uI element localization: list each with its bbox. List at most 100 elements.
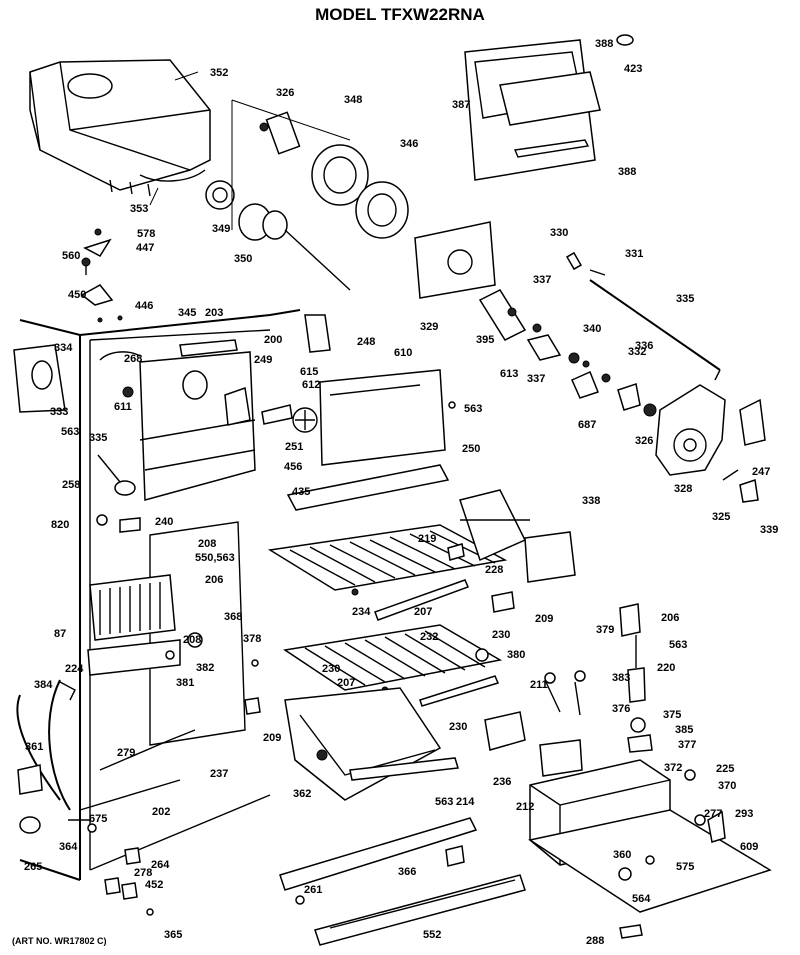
part-callout-label: 377 [678,739,696,751]
part-callout-label: 387 [452,99,470,111]
part-callout-label: 261 [304,884,322,896]
part-callout-label: 236 [493,776,511,788]
shelf-upper [267,524,508,621]
part-callout-label: 335 [676,293,694,305]
part-callout-label: 370 [718,780,736,792]
part-callout-label: 202 [152,806,170,818]
part-callout-label: 230 [492,629,510,641]
part-callout-label: 208 [183,634,201,646]
part-callout-label: 563 [464,403,482,415]
part-callout-label: 388 [595,38,613,50]
part-callout-label: 613 [500,368,518,380]
part-callout-label: 325 [712,511,730,523]
part-callout-label: 293 [735,808,753,820]
gear-train [478,289,657,417]
part-callout-label: 211 [530,679,548,691]
part-callout-label: 612 [302,379,320,391]
part-callout-label: 251 [285,441,303,453]
part-callout-label: 563 [435,796,453,808]
part-callout-label: 550,563 [195,552,235,564]
part-callout-label: 365 [164,929,182,941]
part-callout-label: 278 [134,867,152,879]
part-callout-label: 248 [357,336,375,348]
part-callout-label: 675 [89,813,107,825]
evaporator-cover [319,369,446,466]
part-callout-label: 337 [533,274,551,286]
part-callout-label: 388 [618,166,636,178]
part-callout-label: 340 [583,323,601,335]
part-callout-label: 423 [624,63,642,75]
part-callout-label: 206 [205,574,223,586]
part-callout-label: 376 [612,703,630,715]
part-callout-label: 230 [322,663,340,675]
part-callout-label: 207 [414,606,432,618]
part-callout-label: 200 [264,334,282,346]
part-callout-label: 209 [535,613,553,625]
part-callout-label: 206 [661,612,679,624]
part-callout-label: 203 [205,307,223,319]
part-callout-label: 360 [613,849,631,861]
part-callout-label: 366 [398,866,416,878]
part-callout-label: 336 [635,340,653,352]
part-callout-label: 346 [400,138,418,150]
part-callout-label: 615 [300,366,318,378]
part-callout-label: 87 [54,628,66,640]
callout-labels: 3523263483463884233873883533493505784475… [24,38,778,947]
part-callout-label: 380 [507,649,525,661]
part-callout-label: 207 [337,677,355,689]
part-callout-label: 575 [676,861,694,873]
part-callout-label: 326 [276,87,294,99]
part-callout-label: 456 [284,461,302,473]
part-callout-label: 350 [234,253,252,265]
diagram-title: MODEL TFXW22RNA [315,5,485,24]
crisper-pan [284,687,459,801]
part-callout-label: 384 [34,679,53,691]
part-callout-label: 225 [716,763,734,775]
part-callout-label: 381 [176,677,194,689]
part-callout-label: 230 [449,721,467,733]
part-callout-label: 247 [752,466,770,478]
part-callout-label: 372 [664,762,682,774]
grille-288 [314,874,526,946]
cabinet-liner [19,309,301,881]
part-callout-label: 234 [352,606,371,618]
part-callout-label: 375 [663,709,681,721]
bracket-249 [304,314,331,353]
part-callout-label: 209 [263,732,281,744]
part-callout-label: 258 [62,479,80,491]
part-callout-label: 435 [292,486,310,498]
motor-housing [655,384,766,503]
part-callout-label: 237 [210,768,228,780]
part-callout-label: 820 [51,519,69,531]
part-callout-label: 383 [612,672,630,684]
part-callout-label: 228 [485,564,503,576]
part-callout-label: 335 [89,432,107,444]
part-callout-label: 447 [136,242,154,254]
part-callout-label: 249 [254,354,272,366]
relay-370 [539,739,583,777]
part-callout-label: 446 [135,300,153,312]
shelf-lower [282,624,503,707]
art-number: (ART NO. WR17802 C) [12,936,107,946]
part-callout-label: 250 [462,443,480,455]
part-callout-label: 212 [516,801,534,813]
part-callout-label: 326 [635,435,653,447]
part-callout-label: 385 [675,724,693,736]
hinge-parts [80,228,114,306]
part-callout-label: 368 [224,611,242,623]
part-callout-label: 349 [212,223,230,235]
part-callout-label: 362 [293,788,311,800]
part-callout-label: 333 [50,406,68,418]
part-callout-label: 224 [65,663,84,675]
part-callout-label: 288 [586,935,604,947]
part-callout-label: 348 [344,94,362,106]
part-callout-label: 361 [25,741,43,753]
part-callout-label: 452 [145,879,163,891]
part-callout-label: 564 [632,893,651,905]
bracket-345 [414,221,496,299]
part-callout-label: 353 [130,203,148,215]
part-callout-label: 563 [669,639,687,651]
part-callout-label: 379 [596,624,614,636]
part-callout-label: 563 [61,426,79,438]
part-callout-label: 219 [418,533,436,545]
